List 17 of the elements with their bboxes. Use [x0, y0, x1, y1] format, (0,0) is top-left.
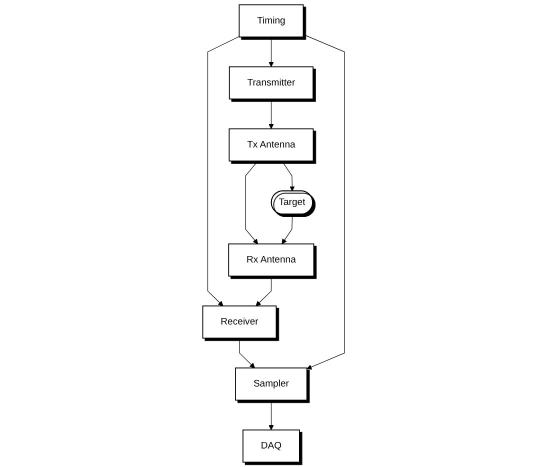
- arrow: [207, 36, 240, 306]
- node-box: Receiver: [202, 306, 277, 339]
- node-box: Rx Antenna: [228, 243, 314, 277]
- node-box: Transmitter: [228, 66, 314, 100]
- arrow: [256, 276, 272, 306]
- node-box: DAQ: [242, 430, 300, 463]
- arrow: [245, 160, 258, 244]
- node-box: Tx Antenna: [228, 128, 314, 162]
- arrow: [282, 214, 292, 244]
- arrow: [282, 160, 295, 192]
- arrow: [239, 338, 255, 368]
- arrow: [268, 98, 274, 130]
- arrow: [268, 400, 274, 430]
- node-box: Timing: [238, 4, 304, 38]
- node-box: Sampler: [235, 368, 308, 401]
- arrow: [268, 36, 274, 68]
- arrow: [302, 34, 345, 370]
